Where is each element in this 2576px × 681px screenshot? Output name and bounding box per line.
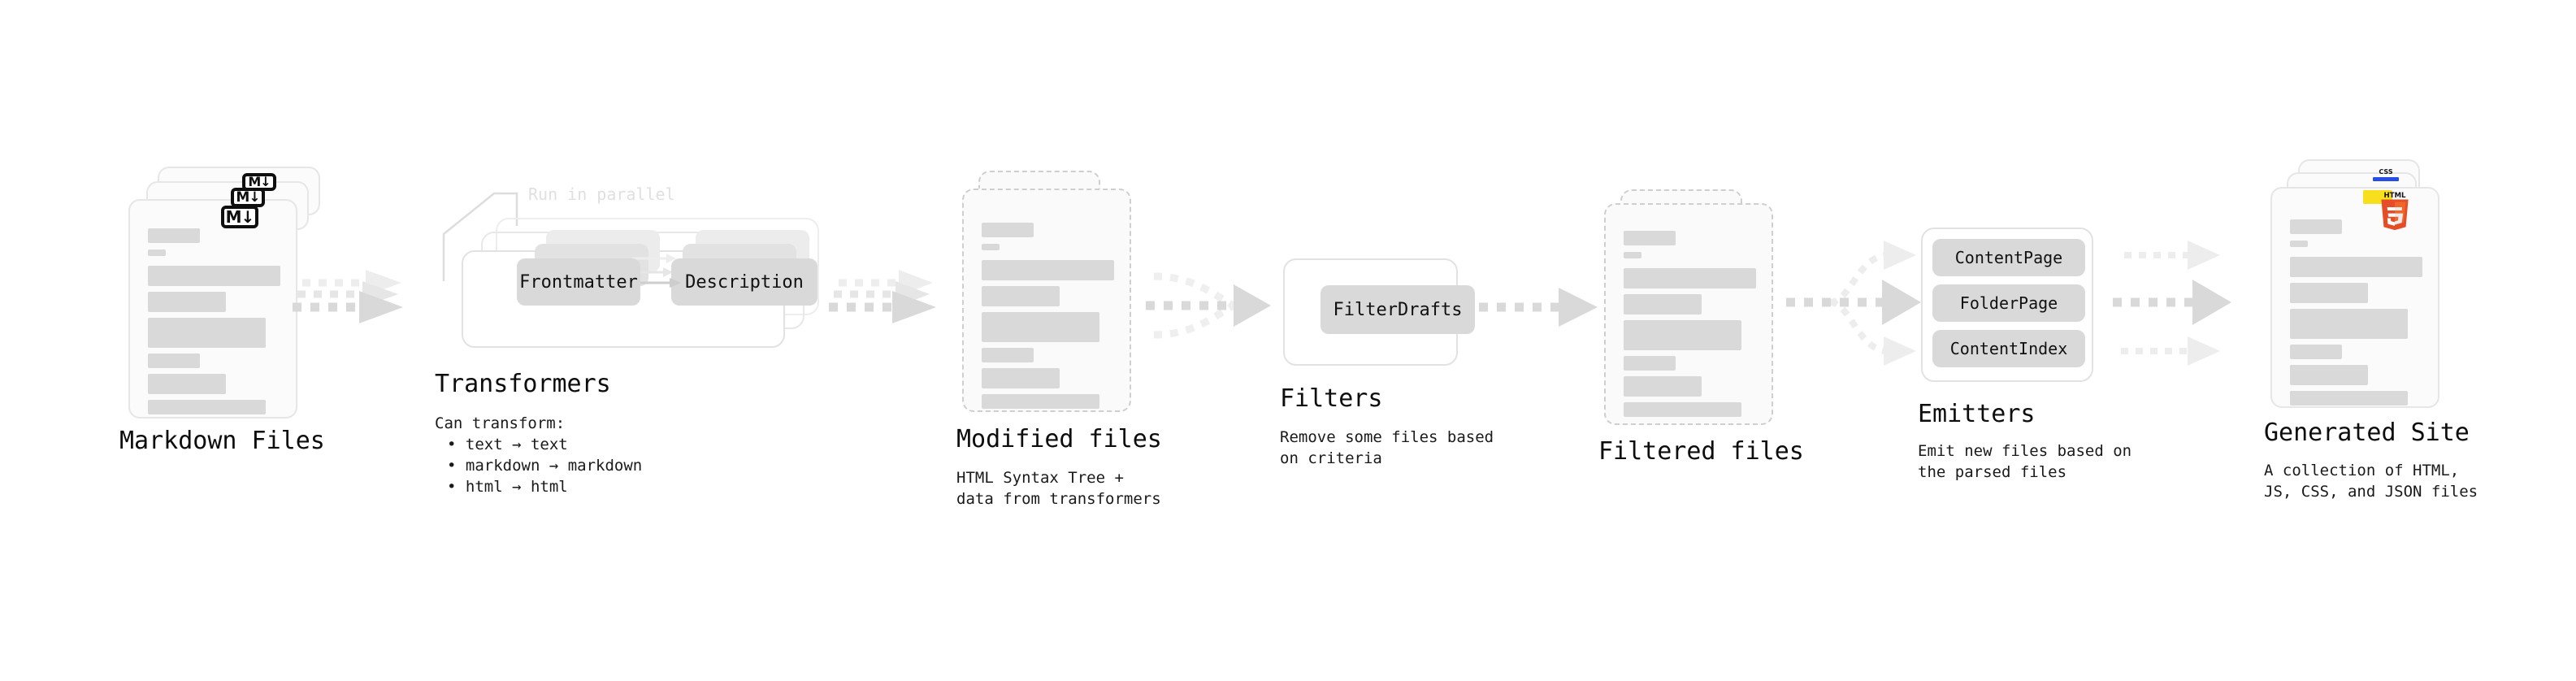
stage-title: Generated Site: [2264, 419, 2470, 447]
svg-text:HTML: HTML: [2383, 192, 2406, 200]
placeholder-bar: [148, 318, 266, 348]
stage-transformers: Run in parallel Frontmatter Description …: [435, 184, 845, 504]
connector-markdown-to-transformers: [293, 270, 403, 323]
stage-generated-site: CSS HTML Generated Site A collection of …: [2243, 154, 2487, 501]
stage-title: Markdown Files: [119, 427, 325, 455]
stage-markdown-files: M↓ M↓ M↓ Markdown Files: [119, 158, 325, 455]
markdown-icon: M↓: [221, 206, 258, 228]
placeholder-bar: [2290, 345, 2342, 359]
placeholder-bar: [982, 286, 1060, 306]
filter-node-filterdrafts[interactable]: FilterDrafts: [1321, 285, 1475, 334]
placeholder-bar: [1624, 402, 1741, 417]
placeholder-bar: [982, 223, 1034, 237]
emitter-node-contentpage[interactable]: ContentPage: [1932, 239, 2085, 276]
placeholder-bar: [2290, 219, 2342, 234]
stage-title: Filters: [1280, 384, 1383, 413]
connector-emitters-to-site: [2113, 241, 2231, 366]
placeholder-bar: [982, 368, 1060, 388]
stage-description: Emit new files based on the parsed files: [1918, 442, 2132, 481]
card-front: [128, 199, 297, 419]
placeholder-bar: [982, 394, 1099, 409]
connector-modified-to-filters: [1146, 272, 1271, 339]
card-front: [1604, 203, 1773, 425]
placeholder-bar: [1624, 294, 1702, 314]
card-front: [962, 189, 1131, 412]
card-front: [2270, 187, 2439, 408]
placeholder-bar: [982, 244, 1000, 250]
stage-title: Filtered files: [1598, 437, 1804, 466]
transform-bullet: • html → html: [447, 478, 568, 496]
emitter-node-folderpage[interactable]: FolderPage: [1932, 284, 2085, 322]
transform-bullet: • markdown → markdown: [447, 457, 643, 475]
placeholder-bar: [982, 348, 1034, 362]
emitter-node-contentindex[interactable]: ContentIndex: [1932, 330, 2085, 367]
transform-bullet: • text → text: [447, 436, 568, 453]
placeholder-bar: [148, 292, 226, 312]
stage-filtered-files: Filtered files: [1598, 185, 1804, 466]
placeholder-bar: [148, 374, 226, 394]
markdown-icon: M↓: [231, 188, 265, 207]
placeholder-bar: [2290, 365, 2368, 385]
placeholder-bar: [2290, 241, 2308, 247]
stage-emitters: ContentPage FolderPage ContentIndex Emit…: [1918, 219, 2145, 481]
placeholder-bar: [1624, 252, 1641, 258]
placeholder-bar: [1624, 376, 1702, 397]
placeholder-bar: [982, 312, 1099, 342]
stage-filters: FilterDrafts Filters Remove some files b…: [1280, 234, 1494, 467]
placeholder-bar: [1624, 320, 1741, 350]
css-badge-icon: CSS: [2373, 168, 2399, 181]
placeholder-bar: [1624, 268, 1756, 288]
placeholder-bar: [1624, 231, 1676, 245]
parallel-bracket: [442, 192, 518, 281]
stage-title: Transformers: [435, 370, 611, 398]
placeholder-bar: [2290, 391, 2408, 406]
html5-badge-icon: HTML: [2381, 192, 2409, 231]
connector-filters-to-filtered: [1479, 288, 1598, 327]
placeholder-bar: [982, 260, 1114, 280]
placeholder-bar: [148, 400, 266, 414]
stage-description: Remove some files based on criteria: [1280, 428, 1494, 467]
placeholder-bar: [1624, 356, 1676, 371]
transformer-node-description[interactable]: Description: [671, 258, 817, 306]
transform-bullet-list: • text → text • markdown → markdown • ht…: [447, 434, 642, 497]
stage-description: A collection of HTML, JS, CSS, and JSON …: [2264, 462, 2478, 501]
run-in-parallel-label: Run in parallel: [528, 184, 675, 204]
stage-title: Modified files: [956, 425, 1162, 453]
stage-description: HTML Syntax Tree + data from transformer…: [956, 469, 1161, 508]
transformer-node-frontmatter[interactable]: Frontmatter: [517, 258, 640, 306]
placeholder-bar: [148, 354, 200, 368]
placeholder-bar: [148, 249, 166, 256]
css-badge-label: CSS: [2379, 168, 2393, 176]
placeholder-bar: [2290, 283, 2368, 303]
stage-description: Can transform:: [435, 414, 566, 432]
placeholder-bar: [148, 228, 200, 243]
transformer-inner-arrow: [640, 278, 681, 288]
stage-title: Emitters: [1918, 400, 2036, 428]
connector-transformers-to-modified: [829, 270, 936, 323]
stage-modified-files: Modified files HTML Syntax Tree + data f…: [956, 167, 1162, 508]
connector-filtered-to-emitters: [1786, 241, 1921, 366]
placeholder-bar: [2290, 309, 2408, 339]
placeholder-bar: [2290, 257, 2422, 277]
placeholder-bar: [148, 266, 280, 286]
